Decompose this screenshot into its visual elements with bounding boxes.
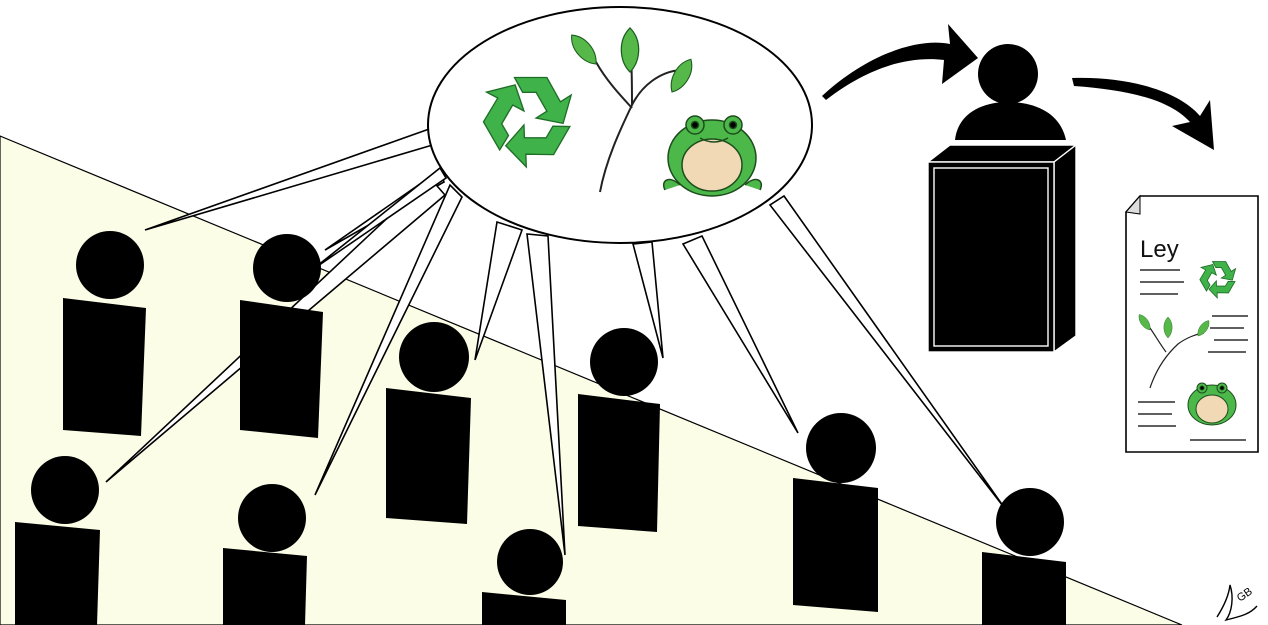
person: [15, 456, 100, 625]
person: [982, 488, 1066, 625]
person: [240, 234, 323, 438]
crowd: [15, 231, 1066, 625]
podium-speaker: [925, 44, 1079, 354]
person: [386, 322, 471, 524]
arrow-icon: [822, 24, 978, 100]
podium-icon: [925, 143, 1079, 354]
document-icon: Ley: [1125, 194, 1259, 453]
person: [482, 529, 566, 625]
document-lines: [1138, 269, 1248, 441]
person: [63, 231, 146, 436]
signature-text: GB: [1235, 586, 1255, 605]
arrow-icon: [1072, 77, 1214, 150]
person: [578, 328, 660, 532]
frog-icon: [1187, 382, 1237, 426]
person: [793, 413, 878, 612]
signature: GB: [1216, 584, 1258, 622]
frog-icon: [663, 115, 762, 197]
plant-icon: [1135, 312, 1213, 389]
document-title: Ley: [1140, 236, 1179, 263]
plant-icon: [565, 27, 698, 193]
person: [223, 484, 307, 625]
